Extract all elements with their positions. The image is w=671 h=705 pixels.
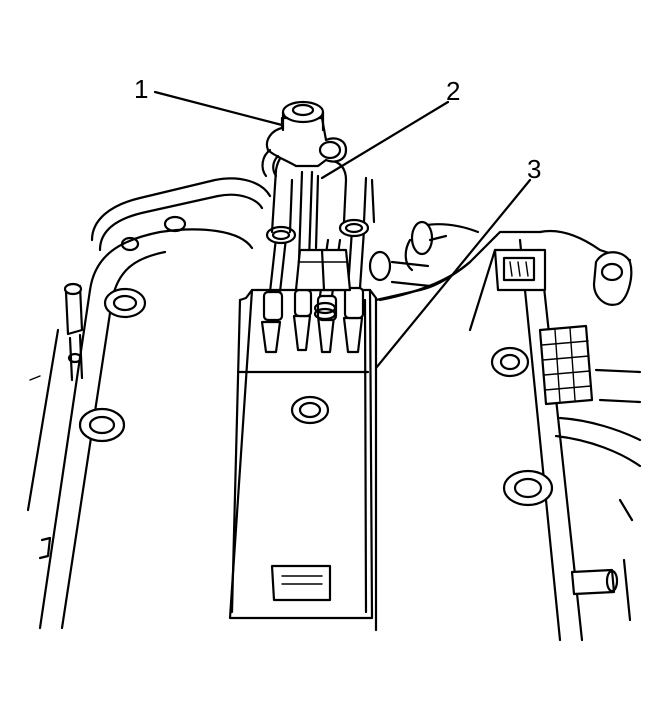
callout-label-1: 1 (134, 74, 148, 104)
ignition-coil-cover (228, 288, 378, 632)
callout-label-3: 3 (527, 154, 541, 184)
right-cam-cover (368, 220, 642, 642)
spark-plug-wires (260, 148, 376, 354)
leader-lines (153, 90, 532, 370)
leader-line-3 (374, 178, 532, 370)
callout-label-2: 2 (446, 76, 460, 106)
leader-line-1 (153, 90, 284, 127)
wire-holder (261, 100, 348, 178)
leader-line-2 (320, 100, 450, 180)
left-cam-cover (26, 177, 272, 630)
